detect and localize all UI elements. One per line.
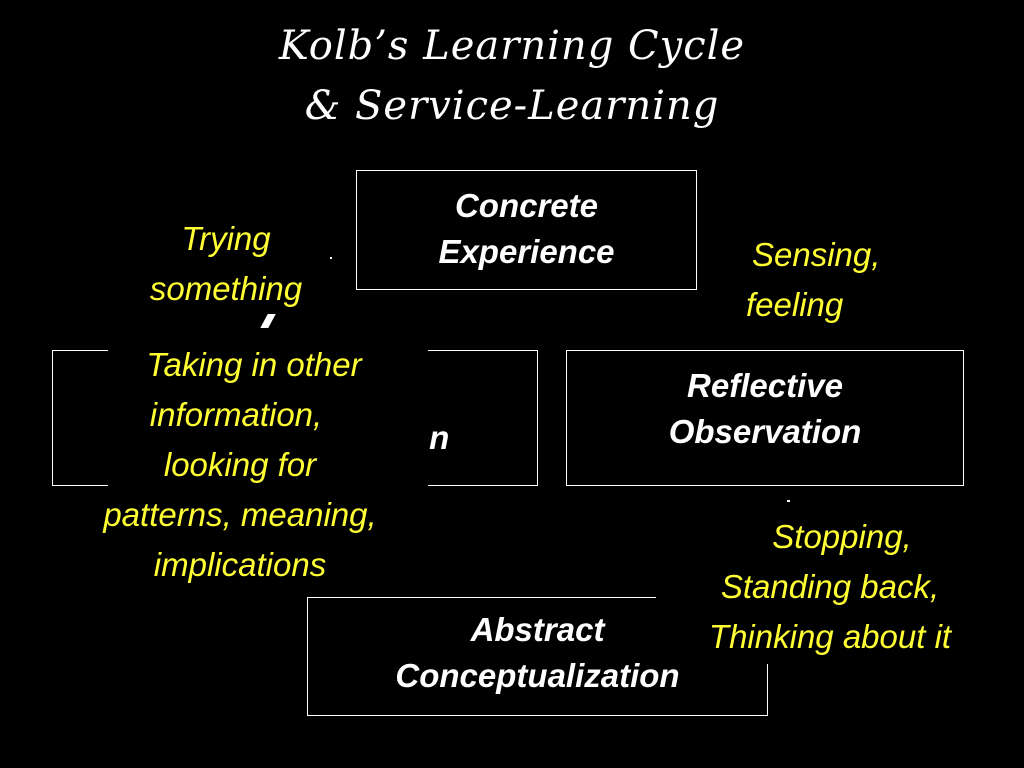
concrete-experience-box: Concrete Experience [356,170,697,290]
annotation-sensing-line-2: feeling [746,286,844,323]
annotation-taking-line-2: information, [149,396,323,433]
annotation-taking-line-5: implications [153,546,327,583]
reflective-observation-line-2: Observation [668,413,862,450]
arrow-dot-icon [330,257,332,259]
annotation-taking-line-4: patterns, meaning, [103,496,377,533]
arrow-dot-icon [787,500,790,502]
abstract-conceptualization-line-2: Conceptualization [395,657,680,694]
annotation-stopping: Stopping, Standing back, Thinking about … [660,512,1000,662]
annotation-taking-line-3: looking for [163,446,317,483]
annotation-stopping-line-3: Thinking about it [708,618,952,655]
title-line-2: & Service-Learning [304,83,720,129]
annotation-trying-line-2: something [149,270,303,307]
title-line-1: Kolb’s Learning Cycle [278,23,746,69]
annotation-mask-left [108,345,428,577]
reflective-observation-box: Reflective Observation [566,350,964,486]
reflective-observation-line-1: Reflective [687,367,843,404]
annotation-stopping-line-1: Stopping, [772,518,912,555]
annotation-trying-line-1: Trying [181,220,271,257]
arrow-fragment-icon [260,314,276,328]
annotation-taking-line-1: Taking in other [146,346,362,383]
concrete-experience-line-1: Concrete [454,187,599,224]
annotation-mask-right [656,514,992,664]
annotation-taking-in: Taking in other information, looking for… [50,340,430,590]
annotation-stopping-line-2: Standing back, [720,568,940,605]
annotation-sensing: Sensing, feeling [746,230,936,330]
concrete-experience-line-2: Experience [438,233,615,270]
abstract-conceptualization-line-1: Abstract [470,611,605,648]
annotation-trying: Trying something [116,214,336,314]
annotation-sensing-line-1: Sensing, [752,236,881,273]
